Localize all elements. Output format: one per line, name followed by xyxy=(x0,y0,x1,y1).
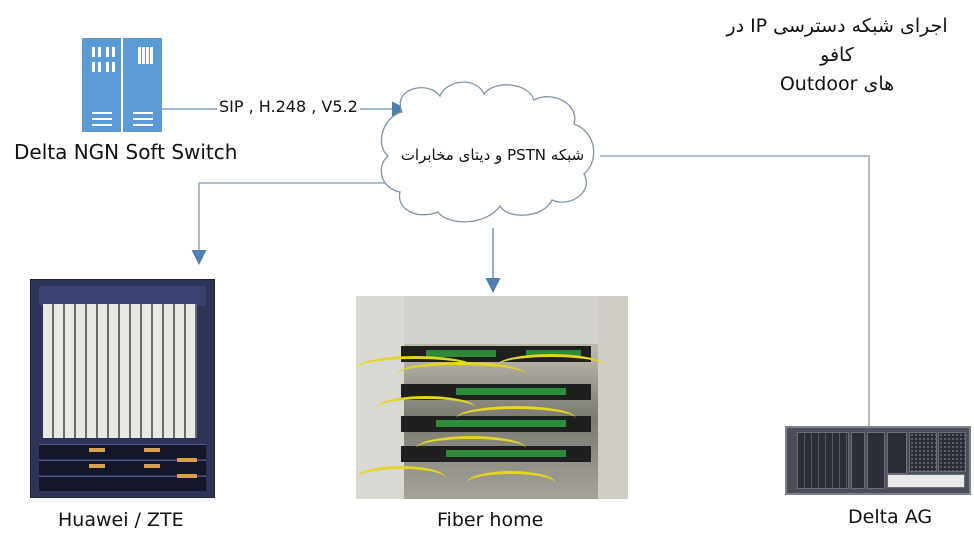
server-rack-icon xyxy=(82,38,162,132)
delta-ag-label: Delta AG xyxy=(848,506,933,528)
cloud-icon xyxy=(380,81,595,223)
server-right-panel xyxy=(123,38,162,132)
fiber-home-label: Fiber home xyxy=(437,509,544,531)
fiber-patch-panel-image xyxy=(356,296,628,499)
softswitch-label: Delta NGN Soft Switch xyxy=(14,140,238,164)
protocol-link-label: SIP , H.248 , V5.2 xyxy=(217,97,360,116)
title-line-1: اجرای شبکه دسترسی IP در کافو xyxy=(726,15,948,66)
access-rack-image xyxy=(30,279,215,498)
huawei-zte-label: Huawei / ZTE xyxy=(58,509,184,531)
server-left-panel xyxy=(82,38,121,132)
diagram-title: اجرای شبکه دسترسی IP در کافو های Outdoor xyxy=(712,12,962,99)
link-cloud-to-delta-ag xyxy=(600,155,870,428)
title-line-2: های Outdoor xyxy=(779,73,895,95)
access-gateway-image xyxy=(785,426,971,495)
cloud-label: شبکه PSTN و دیتای مخابرات xyxy=(400,146,585,164)
link-cloud-to-huawei xyxy=(191,182,392,265)
